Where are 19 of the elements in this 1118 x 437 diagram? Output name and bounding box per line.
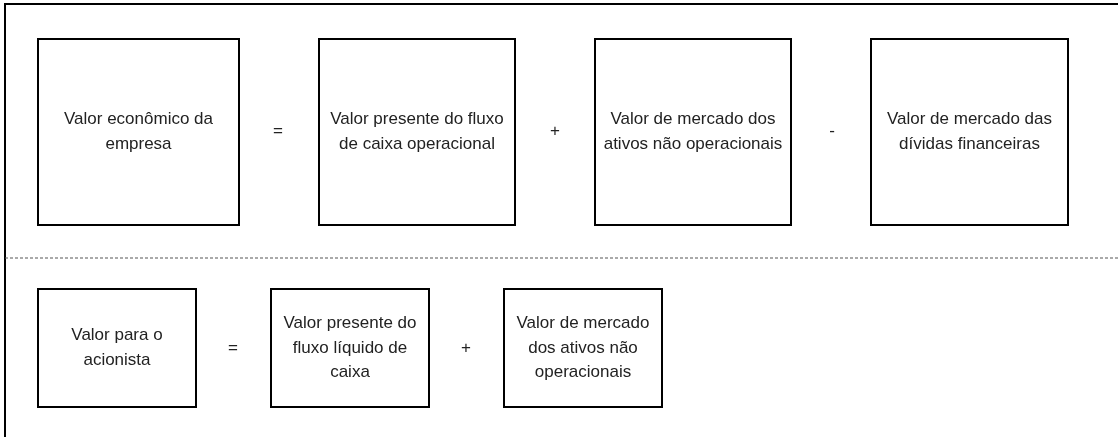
operator-sign: + [550, 121, 560, 141]
process-box [37, 38, 240, 226]
box-text: Valor presente do fluxo líquido de caixa [282, 312, 418, 384]
box-text: Valor de mercado dos ativos não operacionais [602, 108, 784, 155]
box-text: Valor de mercado dos ativos não operacionais [515, 312, 651, 384]
process-box [503, 288, 663, 408]
process-box [270, 288, 430, 408]
box-text: Valor de mercado das dívidas financeiras [885, 108, 1054, 155]
operator-sign: - [829, 121, 835, 141]
operator-sign: = [228, 338, 238, 358]
operator-sign: = [273, 121, 283, 141]
box-text: Valor econômico da empresa [63, 108, 214, 155]
process-box [870, 38, 1069, 226]
process-box [318, 38, 516, 226]
process-box [37, 288, 197, 408]
operator-sign: + [461, 338, 471, 358]
box-text: Valor para o acionista [70, 324, 164, 371]
box-text: Valor presente do fluxo de caixa operacional [329, 108, 505, 155]
process-box [594, 38, 792, 226]
